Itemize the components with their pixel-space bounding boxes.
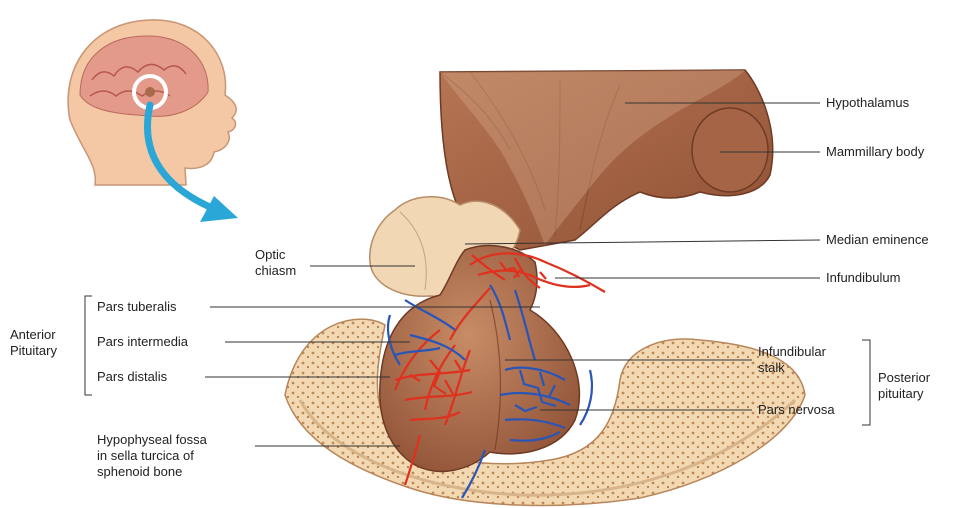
label-posterior-pituitary: Posterior pituitary bbox=[878, 370, 930, 402]
bracket-anterior-pituitary bbox=[85, 296, 92, 395]
label-infundibular-stalk: Infundibular stalk bbox=[758, 344, 826, 376]
label-pars-distalis: Pars distalis bbox=[97, 369, 167, 385]
label-anterior-pituitary: Anterior Pituitary bbox=[10, 327, 57, 359]
bracket-posterior-pituitary bbox=[862, 340, 870, 425]
label-infundibulum: Infundibulum bbox=[826, 270, 900, 286]
mammillary-body-tissue bbox=[692, 108, 768, 192]
label-pars-nervosa: Pars nervosa bbox=[758, 402, 835, 418]
label-mammillary-body: Mammillary body bbox=[826, 144, 924, 160]
label-pars-intermedia: Pars intermedia bbox=[97, 334, 188, 350]
label-hypophyseal-fossa: Hypophyseal fossa in sella turcica of sp… bbox=[97, 432, 207, 480]
label-median-eminence: Median eminence bbox=[826, 232, 929, 248]
label-hypothalamus: Hypothalamus bbox=[826, 95, 909, 111]
label-optic-chiasm: Optic chiasm bbox=[255, 247, 296, 279]
label-pars-tuberalis: Pars tuberalis bbox=[97, 299, 176, 315]
